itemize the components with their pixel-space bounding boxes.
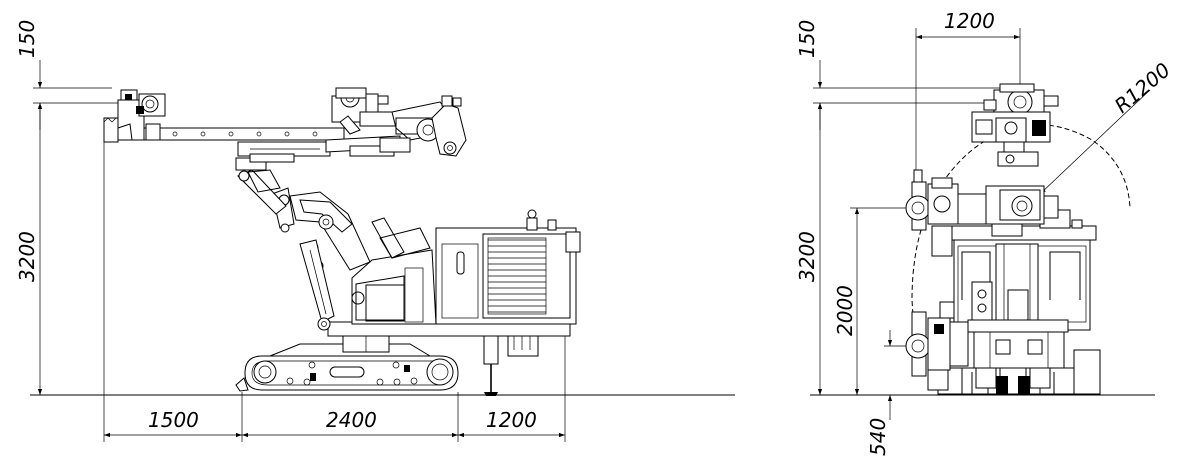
dim-side-track-length: 2400 [326,408,377,432]
dim-side-top-gap: 150 [15,20,39,58]
dim-side-front-overhang: 1500 [148,408,199,432]
dim-side-height: 3200 [15,231,39,282]
front-view-drill-rig [905,83,1101,395]
dim-side-rear-overhang: 1200 [486,408,537,432]
front-main-body [947,209,1097,369]
side-jack-leg [483,329,539,396]
side-boom-base [351,217,437,325]
front-lower-head [905,301,969,391]
front-right-head [985,185,1059,237]
front-undercarriage [937,349,1101,395]
dim-front-low-height: 540 [866,418,890,456]
side-engine-housing [435,209,581,325]
side-boom-linkage [235,157,371,331]
side-view-dimensions [33,60,566,442]
side-track-assembly [235,333,459,392]
dim-front-top-gap: 150 [795,20,819,58]
side-rotary-head [103,89,166,143]
front-top-head [971,83,1059,167]
side-feed-assembly [331,87,467,157]
dim-front-boom-width: 1200 [944,9,995,33]
side-view-drill-rig [103,87,581,396]
front-middle-head [905,169,989,257]
dim-front-height: 3200 [795,231,819,282]
dim-front-radius: R1200 [1110,58,1175,118]
dim-front-mid-height: 2000 [833,285,857,336]
